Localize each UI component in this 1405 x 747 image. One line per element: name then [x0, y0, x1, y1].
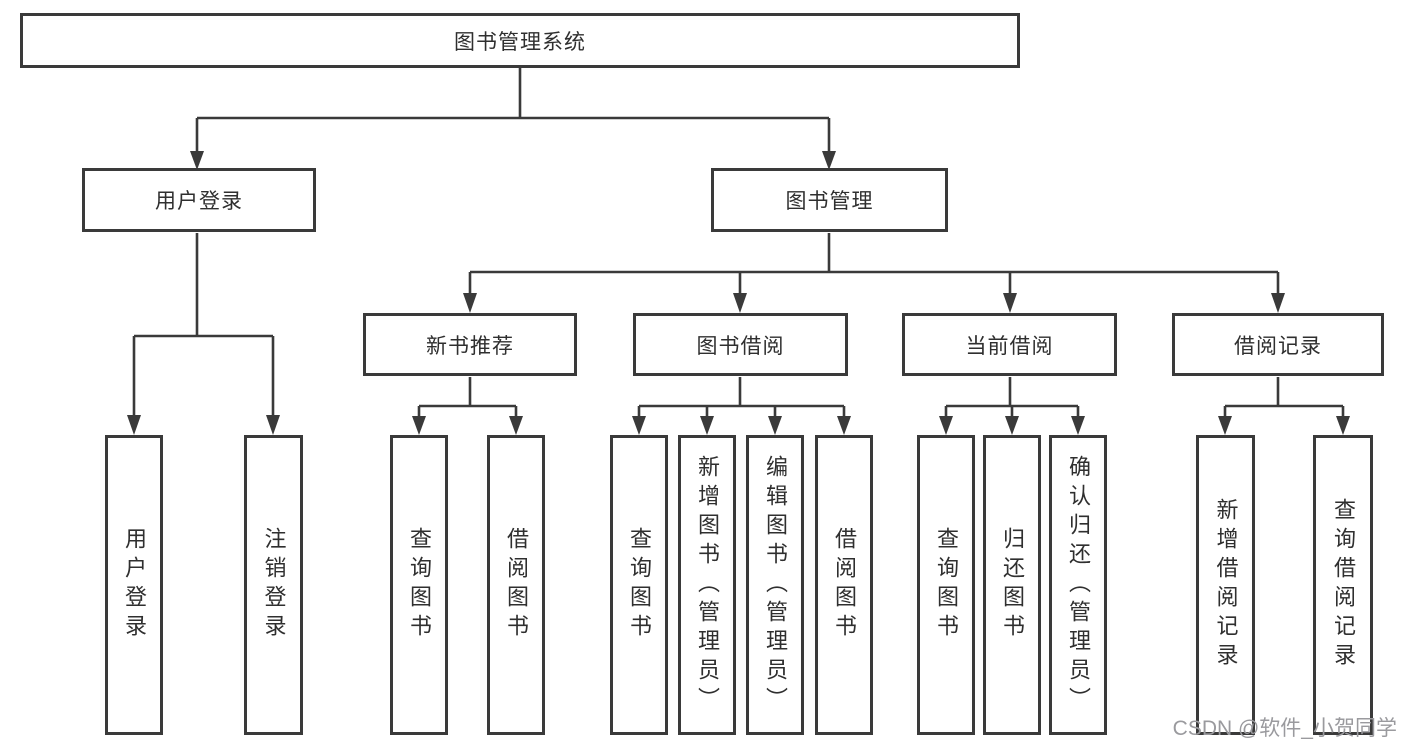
node-new-book-recommend: 新书推荐	[363, 313, 577, 376]
node-book-management-label: 图书管理	[785, 190, 874, 213]
connector-bookmgmt-to-groups	[468, 233, 1280, 294]
leaf-bookborrow-add-label: 新增图书（管理员）	[695, 454, 720, 716]
leaf-currentborrow-return: 归还图书	[983, 435, 1041, 735]
leaf-newbook-borrow: 借阅图书	[487, 435, 545, 735]
leaf-logout-label: 注销登录	[261, 527, 287, 643]
leaf-records-query-label: 查询借阅记录	[1331, 498, 1356, 672]
connector-userlogin-to-leaves	[132, 233, 275, 416]
node-book-management: 图书管理	[711, 168, 948, 232]
leaf-bookborrow-borrow-label: 借阅图书	[832, 527, 857, 643]
leaf-currentborrow-query-label: 查询图书	[934, 527, 959, 643]
leaf-logout: 注销登录	[244, 435, 303, 735]
arrowheads	[127, 151, 1350, 435]
leaf-user-login: 用户登录	[105, 435, 163, 735]
node-borrow-records: 借阅记录	[1172, 313, 1384, 376]
node-root: 图书管理系统	[20, 13, 1020, 68]
leaf-records-query: 查询借阅记录	[1313, 435, 1373, 735]
leaf-bookborrow-query: 查询图书	[610, 435, 668, 735]
connector-groups-to-leaves	[417, 377, 1345, 417]
node-borrow-records-label: 借阅记录	[1234, 334, 1322, 358]
connector-root-to-level2	[195, 68, 831, 152]
node-book-borrow-label: 图书借阅	[696, 334, 785, 358]
watermark: CSDN @软件_小贺同学	[1172, 717, 1397, 740]
leaf-bookborrow-add: 新增图书（管理员）	[678, 435, 736, 735]
leaf-newbook-query-label: 查询图书	[407, 527, 432, 643]
node-root-label: 图书管理系统	[454, 30, 586, 54]
node-current-borrow-label: 当前借阅	[965, 334, 1054, 358]
leaf-currentborrow-query: 查询图书	[917, 435, 975, 735]
leaf-user-login-label: 用户登录	[122, 527, 147, 643]
node-book-borrow: 图书借阅	[633, 313, 848, 376]
leaf-bookborrow-edit: 编辑图书（管理员）	[746, 435, 804, 735]
node-user-login: 用户登录	[82, 168, 316, 232]
leaf-records-add-label: 新增借阅记录	[1213, 498, 1239, 672]
leaf-newbook-borrow-label: 借阅图书	[504, 527, 529, 643]
leaf-bookborrow-edit-label: 编辑图书（管理员）	[763, 454, 788, 716]
leaf-newbook-query: 查询图书	[390, 435, 448, 735]
leaf-bookborrow-query-label: 查询图书	[627, 527, 652, 643]
leaf-records-add: 新增借阅记录	[1196, 435, 1255, 735]
node-current-borrow: 当前借阅	[902, 313, 1117, 376]
node-new-book-recommend-label: 新书推荐	[426, 334, 514, 358]
leaf-currentborrow-confirm-label: 确认归还（管理员）	[1066, 454, 1091, 716]
node-user-login-label: 用户登录	[155, 190, 243, 213]
leaf-bookborrow-borrow: 借阅图书	[815, 435, 873, 735]
leaf-currentborrow-return-label: 归还图书	[1000, 527, 1025, 643]
leaf-currentborrow-confirm: 确认归还（管理员）	[1049, 435, 1107, 735]
